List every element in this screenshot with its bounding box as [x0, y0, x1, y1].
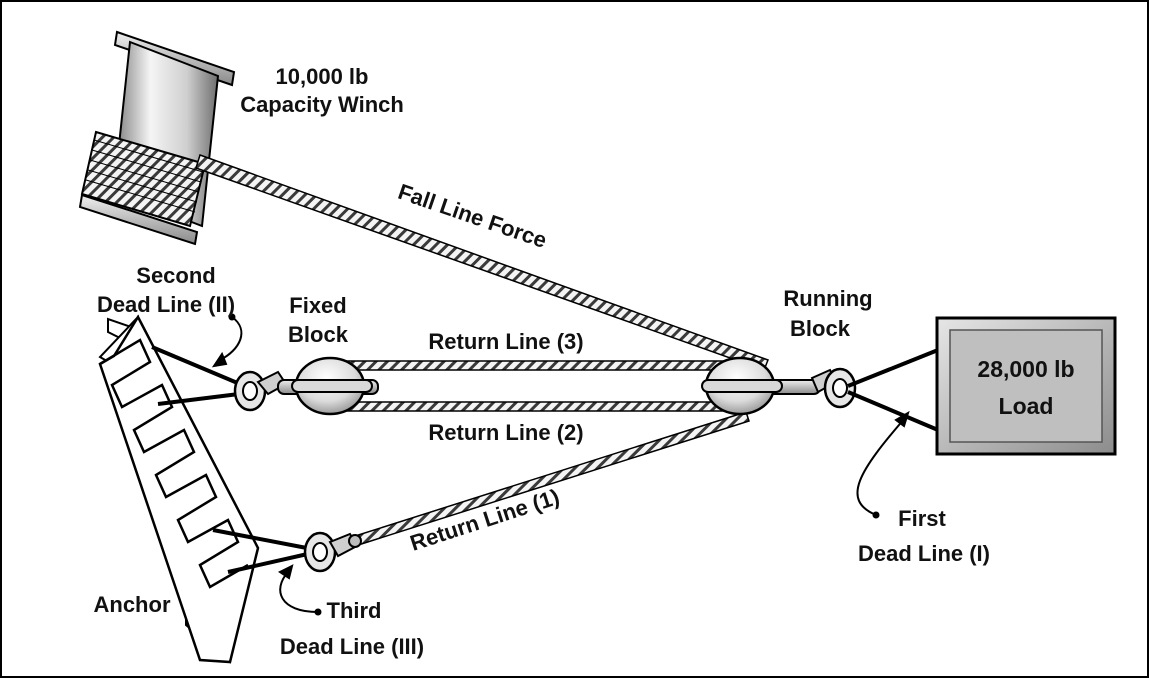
first-dead-line-label-1: First — [898, 506, 946, 531]
running-block-label-2: Block — [790, 316, 851, 341]
return-line-2-rope — [329, 401, 741, 412]
second-dead-line-label-2: Dead Line (II) — [97, 292, 235, 317]
second-dead-line-label-1: Second — [136, 263, 215, 288]
winch-bottom-flange — [78, 193, 199, 246]
first-dead-line-label-2: Dead Line (I) — [858, 541, 990, 566]
leader-lines — [211, 316, 910, 613]
third-dead-line-label-2: Dead Line (III) — [280, 634, 424, 659]
fixed-block-label-1: Fixed — [289, 293, 346, 318]
third-dead-line-wires — [212, 528, 313, 574]
first-dead-line-wire-top — [847, 348, 939, 388]
running-block-hook — [810, 367, 857, 409]
third-dead-line-dot — [314, 608, 322, 616]
return-line-3-label: Return Line (3) — [428, 329, 583, 354]
second-dead-line-wires — [151, 345, 248, 406]
third-dead-line-label-1: Third — [327, 598, 382, 623]
return-line-2-label: Return Line (2) — [428, 420, 583, 445]
running-block-label-1: Running — [783, 286, 872, 311]
return-line-3-rope — [329, 360, 741, 371]
third-dead-line-leader — [279, 571, 319, 613]
winch — [78, 30, 236, 246]
fixed-block — [233, 356, 379, 416]
first-dead-line-leader — [856, 417, 906, 516]
winch-capacity-label: 10,000 lb — [276, 64, 369, 89]
second-dead-line-dot — [228, 313, 236, 321]
load-weight-label: 28,000 lb — [977, 356, 1074, 382]
first-dead-line-wire-bottom — [847, 390, 939, 432]
third-dead-line-hook — [303, 531, 362, 573]
load-label: Load — [999, 393, 1054, 419]
anchor-label: Anchor — [94, 592, 171, 617]
winch-name-label: Capacity Winch — [240, 92, 404, 117]
fixed-block-label-2: Block — [288, 322, 349, 347]
load: 28,000 lb Load — [847, 316, 1117, 456]
winch-wound-rope — [80, 130, 207, 228]
running-block — [701, 356, 857, 416]
second-dead-line-leader — [219, 316, 243, 361]
first-dead-line-dot — [872, 511, 880, 519]
anchor-comb — [98, 314, 260, 664]
